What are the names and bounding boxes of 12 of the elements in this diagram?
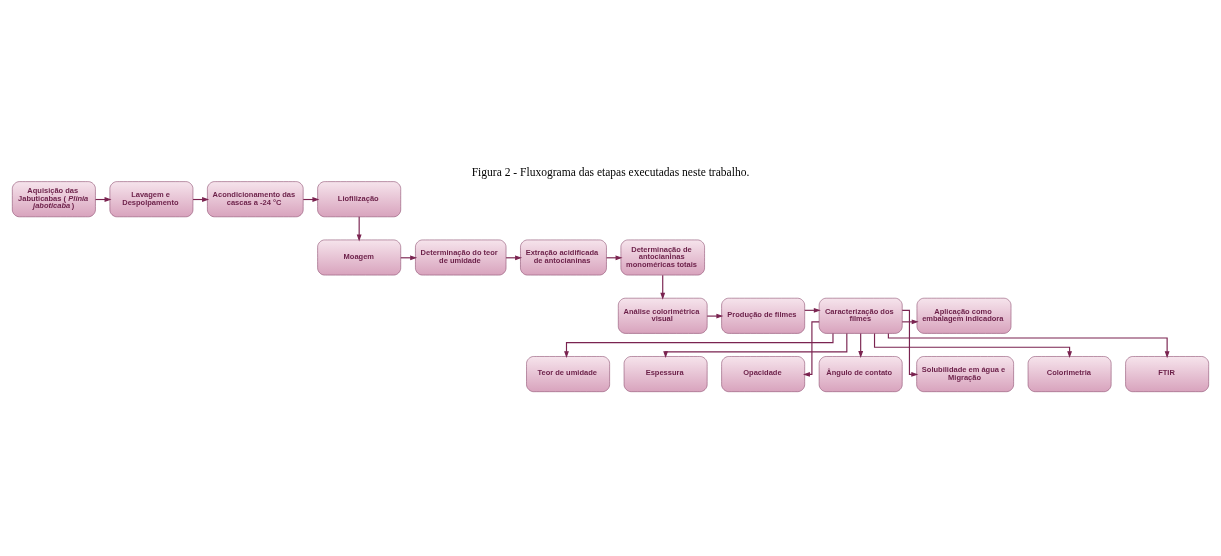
arrow <box>873 332 1073 359</box>
arrow <box>663 332 848 359</box>
arrow <box>706 313 724 319</box>
arrow <box>356 216 362 242</box>
arrow <box>887 332 1170 359</box>
diagram-title: Figura 2 - Fluxograma das etapas executadas neste trabalho. <box>471 165 750 178</box>
arrow <box>901 319 919 325</box>
arrow <box>564 332 834 359</box>
arrow <box>660 274 666 300</box>
arrow <box>858 332 864 359</box>
arrow <box>901 309 919 377</box>
arrow <box>803 321 820 377</box>
